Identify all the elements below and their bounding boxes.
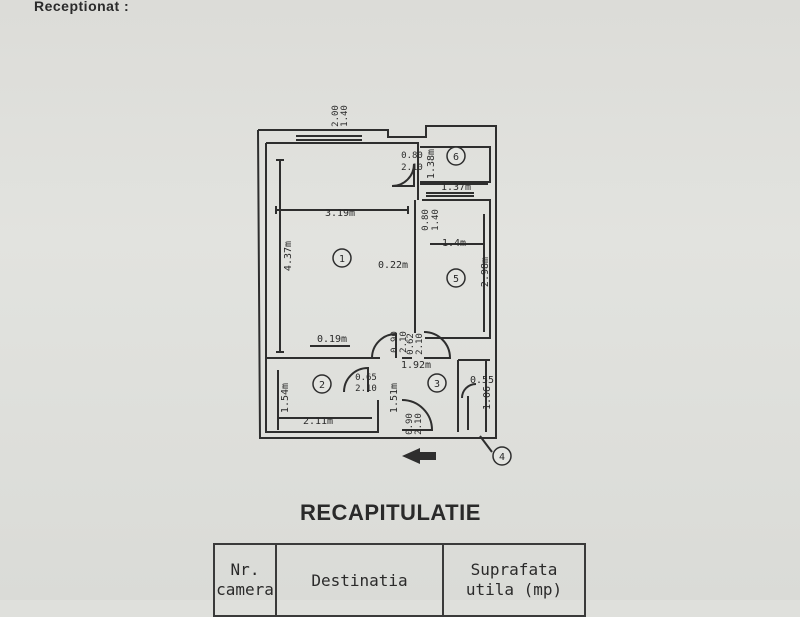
label-room4-height: 1.06 bbox=[482, 386, 493, 410]
room3-marker bbox=[427, 373, 447, 393]
room4-leader bbox=[479, 435, 493, 453]
column-usable-area-line2: utila (mp) bbox=[465, 580, 563, 599]
label-door1-b: 2.10 bbox=[399, 331, 409, 353]
room5-marker bbox=[446, 268, 466, 288]
label-door1-a: 0.90 bbox=[390, 331, 400, 353]
column-room-number: Nr. camera bbox=[213, 543, 277, 617]
recap-table: Nr. camera Destinatia Suprafata utila (m… bbox=[213, 543, 586, 617]
column-usable-area: Suprafata utila (mp) bbox=[442, 543, 586, 617]
top-window bbox=[296, 135, 362, 141]
room1-number: 1 bbox=[339, 254, 345, 265]
room2-walls bbox=[265, 358, 379, 433]
outer-wall bbox=[257, 125, 497, 439]
label-door6-b: 2.10 bbox=[401, 163, 423, 173]
window-room5 bbox=[426, 192, 474, 197]
room1-marker bbox=[332, 248, 352, 268]
room1-inner-wall-top bbox=[266, 142, 419, 200]
label-room6-height: 1.38m bbox=[426, 149, 437, 179]
received-label: Receptionat : bbox=[34, 0, 130, 14]
room4-walls bbox=[457, 360, 487, 432]
label-door2-a: 0.65 bbox=[355, 373, 377, 383]
label-room6-width: 1.37m bbox=[441, 182, 471, 193]
label-window-top-a: 2.00 bbox=[331, 105, 341, 127]
dim-room1-height bbox=[276, 159, 284, 353]
label-room1-width: 3.19m bbox=[325, 208, 355, 219]
room6-marker bbox=[446, 146, 466, 166]
label-entry-a: 0.90 bbox=[405, 413, 415, 435]
floor-plan: 1 2 3 4 5 6 3.19m 4.37m 1.4m 2.98m 1.37m… bbox=[257, 105, 512, 466]
door4-swing bbox=[461, 383, 477, 399]
door6-swing bbox=[391, 163, 415, 187]
label-hall-height: 1.51m bbox=[389, 383, 400, 413]
label-room2-width: 2.11m bbox=[303, 416, 333, 427]
column-destination: Destinatia bbox=[275, 543, 444, 617]
label-room5-width: 1.4m bbox=[442, 238, 466, 249]
label-door6-a: 0.80 bbox=[401, 151, 423, 161]
door5-swing bbox=[423, 331, 452, 359]
label-door5-a: 0.62 bbox=[406, 333, 416, 355]
room5-number: 5 bbox=[453, 274, 459, 285]
entry-arrow bbox=[402, 448, 436, 464]
column-room-number-line1: Nr. bbox=[230, 560, 260, 579]
door1-swing bbox=[371, 332, 397, 359]
dim-room1-width bbox=[275, 206, 409, 214]
label-wall-022: 0.22m bbox=[378, 260, 408, 271]
recap-title: RECAPITULATIE bbox=[300, 500, 481, 525]
label-window5-a: 0.80 bbox=[421, 209, 431, 231]
room2-number: 2 bbox=[319, 380, 325, 391]
label-window5-b: 1.40 bbox=[431, 209, 441, 231]
label-door2-b: 2.10 bbox=[355, 384, 377, 394]
room4-number: 4 bbox=[499, 452, 505, 463]
label-door5-b: 2.10 bbox=[415, 333, 425, 355]
label-room5-height: 2.98m bbox=[480, 257, 491, 287]
label-room2-height: 1.54m bbox=[280, 383, 291, 413]
room2-marker bbox=[312, 374, 332, 394]
label-room1-height: 4.37m bbox=[283, 241, 294, 271]
entry-swing bbox=[401, 399, 434, 431]
column-room-number-line2: camera bbox=[216, 580, 274, 599]
document-sheet bbox=[0, 0, 800, 600]
room5-walls bbox=[422, 199, 491, 339]
label-room4-width: 0.55 bbox=[470, 375, 494, 386]
room3-number: 3 bbox=[434, 379, 440, 390]
label-entry-b: 2.10 bbox=[414, 413, 424, 435]
label-window-top-b: 1.40 bbox=[340, 105, 350, 127]
column-usable-area-line1: Suprafata bbox=[470, 560, 558, 579]
door2-swing bbox=[343, 366, 369, 393]
recap-header-row: Nr. camera Destinatia Suprafata utila (m… bbox=[213, 543, 586, 617]
label-hall-width: 1.92m bbox=[401, 360, 431, 371]
label-wall-019: 0.19m bbox=[317, 334, 347, 345]
room4-marker bbox=[492, 446, 512, 466]
room6-number: 6 bbox=[453, 152, 459, 163]
